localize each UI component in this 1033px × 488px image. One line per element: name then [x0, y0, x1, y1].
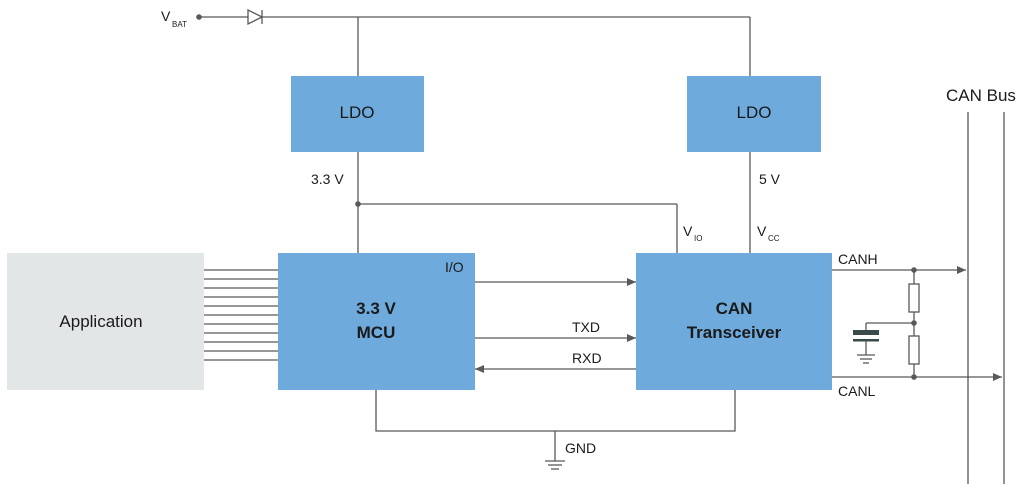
vbat-label: V: [161, 8, 171, 24]
ldo-left: LDO: [291, 76, 424, 152]
rxd-label: RXD: [572, 350, 602, 366]
vbat-subscript: BAT: [172, 20, 187, 29]
mcu-label-line1: 3.3 V: [356, 299, 396, 318]
ground-wire: [375, 390, 736, 432]
transceiver-box: [636, 253, 832, 390]
ground-icon: [545, 460, 565, 470]
vcc-label: V: [757, 223, 767, 239]
diode-icon: [247, 8, 264, 26]
application-mcu-bus: [204, 269, 278, 361]
gnd-label: GND: [565, 440, 596, 456]
mcu-block: I/O 3.3 V MCU: [278, 253, 475, 390]
application-box: [7, 253, 204, 390]
mcu-io-label: I/O: [445, 259, 464, 275]
mcu-label-line2: MCU: [357, 323, 396, 342]
ldo-left-label: LDO: [340, 103, 375, 122]
can-transceiver-block: CAN Transceiver: [636, 253, 832, 390]
vio-label: V: [683, 223, 693, 239]
capacitor-icon: [853, 330, 879, 342]
txd-label: TXD: [572, 319, 600, 335]
ground-net: GND: [375, 390, 736, 470]
vcc-subscript: CC: [768, 234, 780, 243]
ldo-right-box: [687, 76, 821, 152]
application-block: Application: [7, 253, 204, 390]
ldo-right: LDO: [687, 76, 821, 152]
resistor-icon: [908, 335, 920, 365]
ldo-left-voltage: 3.3 V: [311, 171, 344, 187]
transceiver-label-line2: Transceiver: [687, 323, 782, 342]
ldo-right-label: LDO: [737, 103, 772, 122]
ldo-left-box: [291, 76, 424, 152]
mcu-box: [278, 253, 475, 390]
ground-icon: [857, 354, 875, 364]
resistor-icon: [908, 283, 920, 313]
can-bus-label: CAN Bus: [946, 86, 1016, 105]
canh-label: CANH: [838, 251, 878, 267]
ldo-right-voltage: 5 V: [759, 171, 781, 187]
transceiver-label-line1: CAN: [716, 299, 753, 318]
canl-label: CANL: [838, 383, 876, 399]
vio-subscript: IO: [694, 234, 702, 243]
vbat-supply: V BAT: [161, 8, 751, 76]
application-label: Application: [59, 312, 142, 331]
split-termination: [853, 267, 920, 380]
